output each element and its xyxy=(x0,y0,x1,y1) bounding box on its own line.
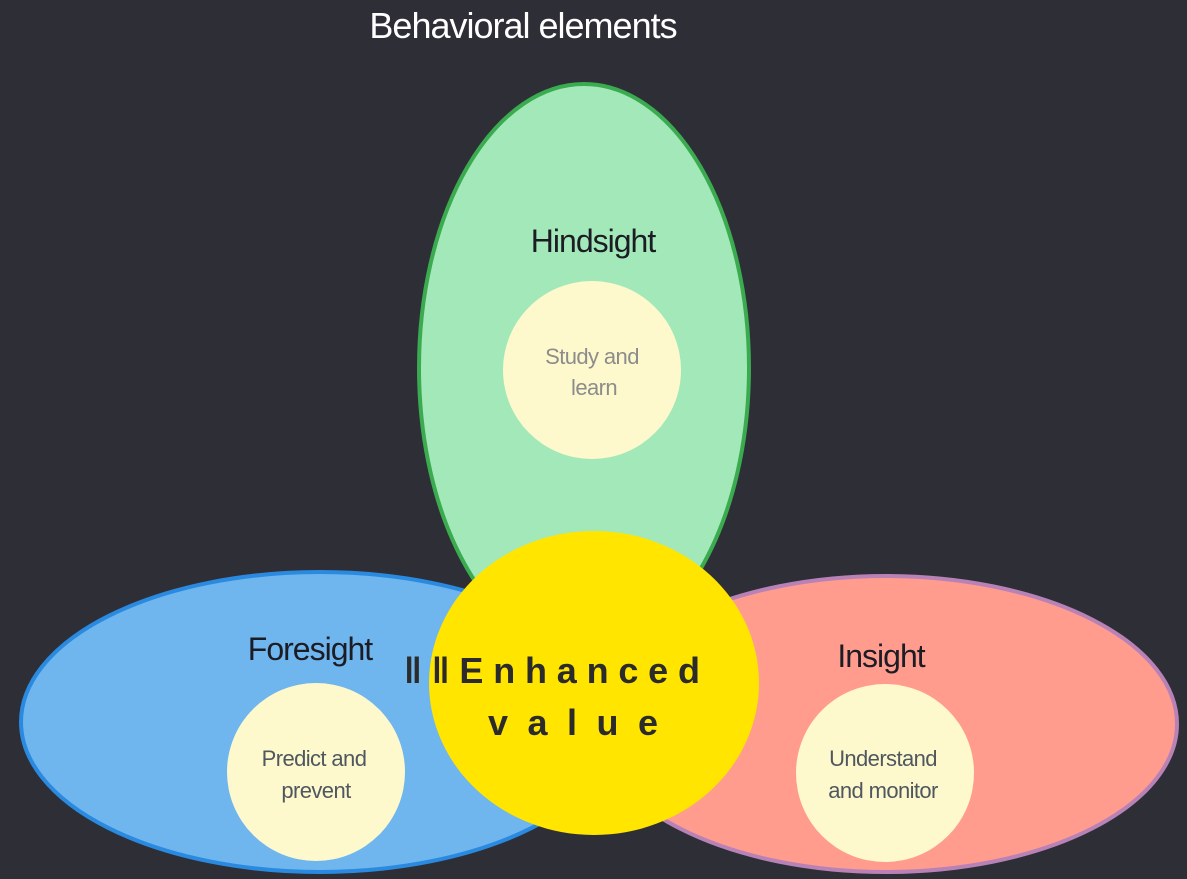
foresight-line-1: Predict and xyxy=(262,746,367,771)
insight-title: Insight xyxy=(837,638,925,674)
hindsight-title: Hindsight xyxy=(531,223,657,259)
hindsight-line-2: learn xyxy=(571,375,617,400)
center-text-line-2: value xyxy=(488,702,680,743)
insight-line-1: Understand xyxy=(829,746,937,771)
foresight-inner-circle xyxy=(227,683,405,861)
insight-line-2: and monitor xyxy=(828,778,938,803)
diagram-title: Behavioral elements xyxy=(369,5,676,46)
foresight-line-2: prevent xyxy=(281,778,351,803)
hindsight-inner-circle xyxy=(503,281,681,459)
enhanced-value-circle xyxy=(429,531,759,835)
foresight-title: Foresight xyxy=(248,631,374,667)
hindsight-line-1: Study and xyxy=(545,344,639,369)
insight-inner-circle xyxy=(796,684,974,862)
center-text-line-1: ‖‖Enhanced xyxy=(404,650,722,691)
